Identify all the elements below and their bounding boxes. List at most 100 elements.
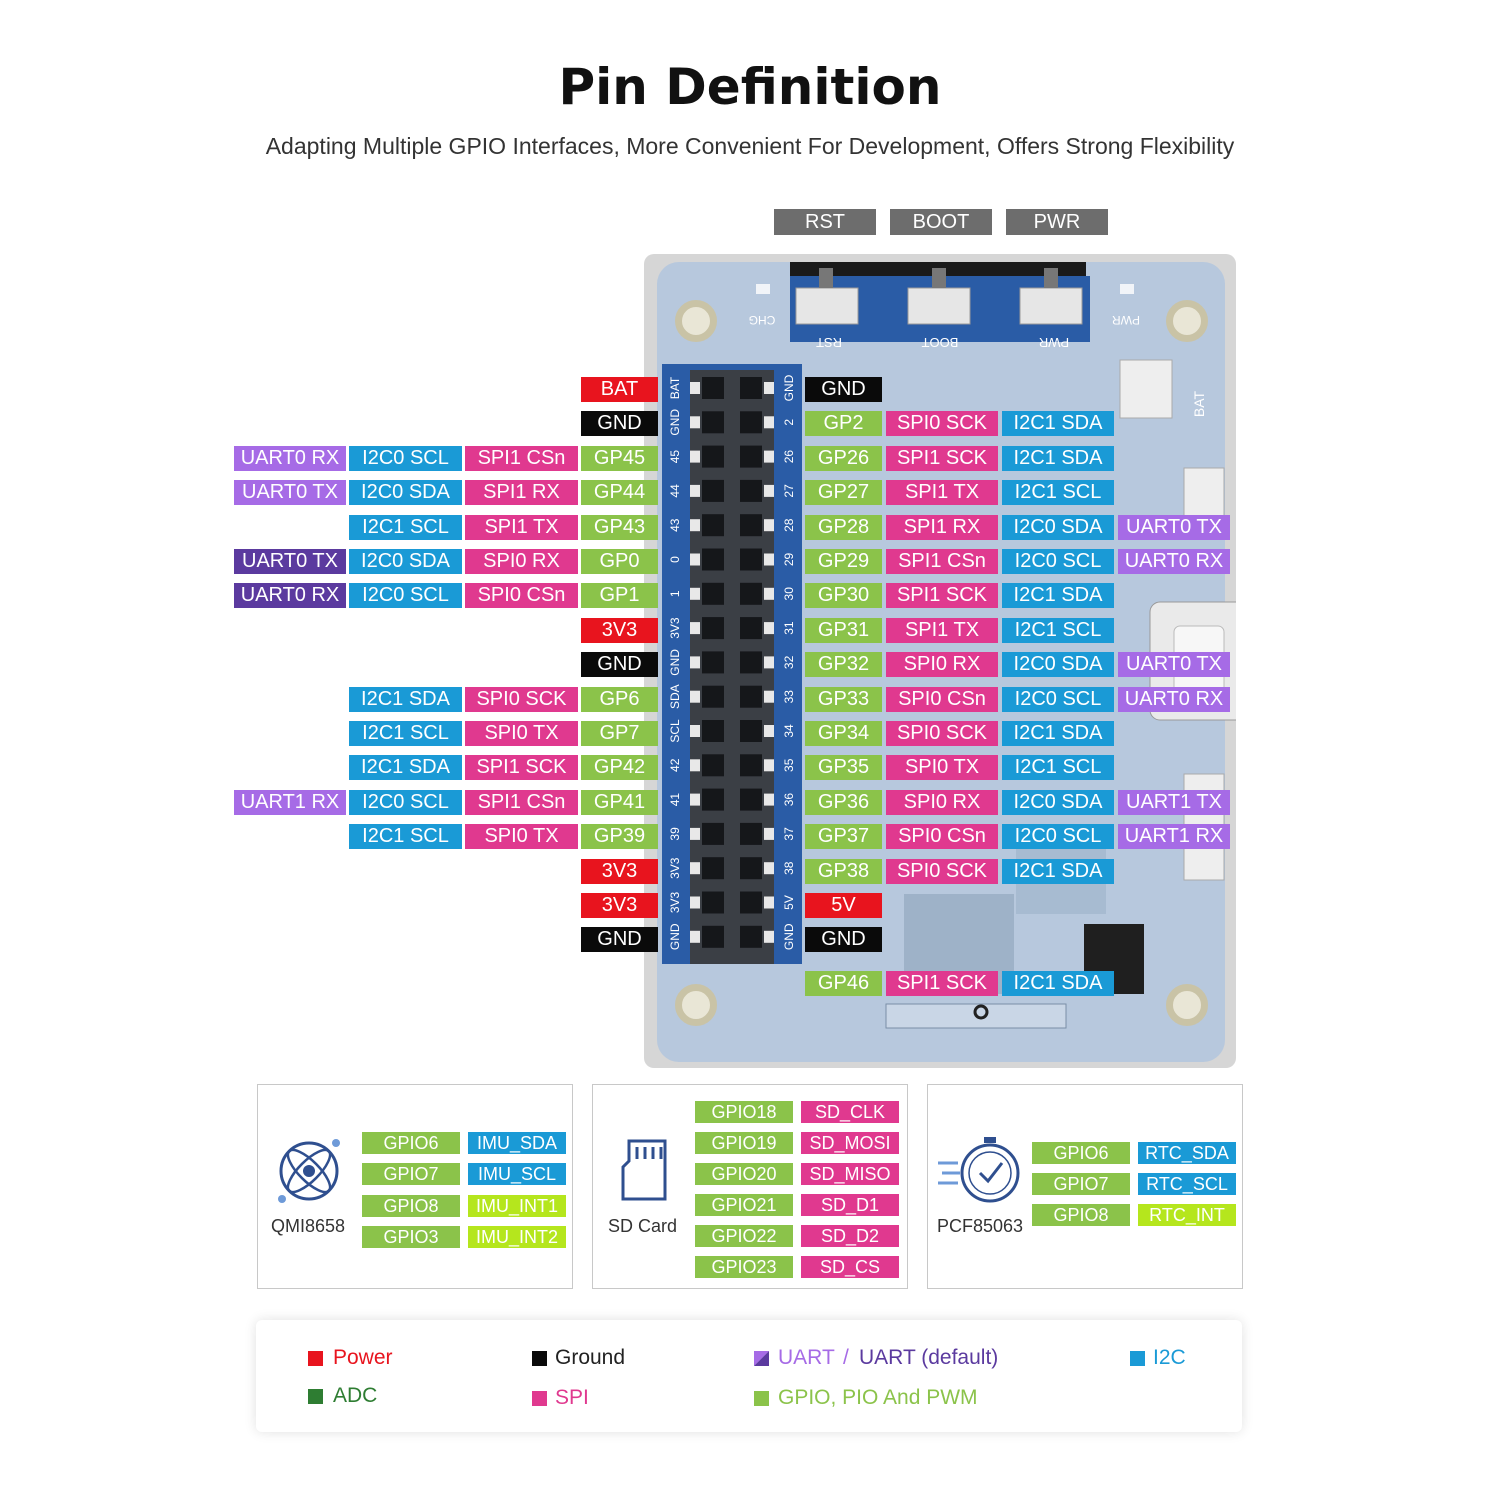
header-socket	[702, 685, 724, 708]
pin-tag-i2c: I2C0 SCL	[349, 583, 462, 609]
svg-text:CHG: CHG	[749, 313, 776, 327]
pin-tag-i2c: I2C1 SCL	[1002, 617, 1114, 643]
header-socket	[740, 685, 762, 708]
panel-func-tag: SD_MISO	[801, 1163, 899, 1185]
header-socket	[740, 651, 762, 674]
pin-tag-i2c: I2C1 SDA	[349, 755, 462, 781]
pin-tag-ground: GND	[581, 411, 658, 437]
pin-tag-uart: UART0 RX	[1118, 686, 1230, 712]
panel-func-tag: SD_CLK	[801, 1101, 899, 1123]
header-pin-label-left: 39	[668, 827, 682, 841]
header-pin-label-left: 3V3	[668, 617, 682, 639]
pin-tag-uart: UART0 TX	[1118, 652, 1230, 678]
panel-gpio-tag: GPIO20	[695, 1163, 793, 1185]
header-socket	[740, 377, 762, 399]
mounting-hole	[675, 300, 717, 342]
legend-ground: Ground	[555, 1346, 626, 1369]
pin-tag-gpio: GP34	[805, 721, 882, 746]
pin-tag-i2c: I2C1 SDA	[1002, 721, 1114, 746]
header-pin-label-right: 33	[782, 690, 796, 704]
pin-tag-gpio: GP45	[581, 445, 658, 471]
header-pin-label-right: 31	[782, 621, 796, 635]
panel-func-tag: RTC_SCL	[1138, 1172, 1236, 1195]
header-pin-label-right: 35	[782, 758, 796, 772]
legend-ground-swatch	[532, 1351, 547, 1366]
legend-uart-default: UART (default)	[859, 1346, 999, 1369]
pin-tag-uart: UART0 TX	[1118, 514, 1230, 540]
pin-tag-gpio: GP39	[581, 824, 658, 850]
header-socket	[740, 548, 762, 571]
pin-tag-gpio: GP35	[805, 755, 882, 781]
rst-button-label: RST	[774, 209, 876, 235]
header-socket	[740, 479, 762, 502]
sd-card-label: SD Card	[608, 1216, 678, 1236]
panel-func-tag: SD_D1	[801, 1194, 899, 1216]
header-socket	[740, 925, 762, 948]
pin-tag-i2c: I2C1 SDA	[349, 686, 462, 712]
pin-tag-ground: GND	[581, 652, 658, 678]
legend-spi: SPI	[555, 1386, 589, 1409]
pin-tag-i2c: I2C1 SCL	[349, 514, 462, 540]
pin-tag-spi: SPI1 CSn	[465, 789, 578, 815]
header-pin-label-left: GND	[668, 649, 682, 676]
header-socket	[740, 857, 762, 880]
header-socket	[702, 617, 724, 640]
pin-tag-spi: SPI0 TX	[465, 721, 578, 746]
header-pin-label-left: 42	[668, 758, 682, 772]
qmi8658-label: QMI8658	[271, 1216, 346, 1236]
header-pin-label-left: 45	[668, 450, 682, 464]
header-socket	[702, 479, 724, 502]
pin-tag-spi: SPI1 RX	[886, 514, 998, 540]
pin-tag-gpio: GP32	[805, 652, 882, 678]
mounting-hole	[1166, 300, 1208, 342]
pin-tag-i2c: I2C1 SCL	[349, 721, 462, 746]
panel-func-tag: SD_MOSI	[801, 1132, 899, 1154]
svg-text:BAT: BAT	[1191, 390, 1207, 417]
svg-text:PWR: PWR	[1039, 335, 1069, 350]
header-pin-label-right: GND	[782, 923, 796, 950]
header-socket	[740, 891, 762, 914]
panel-gpio-tag: GPIO7	[1032, 1172, 1130, 1195]
pin-tag-gpio: GP27	[805, 480, 882, 506]
header-socket	[702, 548, 724, 571]
pin-tag-ground: GND	[805, 377, 882, 402]
pin-tag-spi: SPI0 TX	[886, 755, 998, 781]
pin-tag-i2c: I2C1 SDA	[1002, 583, 1114, 609]
panel-gpio-tag: GPIO8	[362, 1194, 460, 1217]
pin-tag-gpio: GP28	[805, 514, 882, 540]
header-pin-label-left: 3V3	[668, 892, 682, 914]
panel-func-tag: IMU_SCL	[468, 1163, 566, 1186]
svg-text:PWR: PWR	[1112, 313, 1140, 327]
legend-i2c: I2C	[1153, 1346, 1186, 1369]
header-socket	[740, 720, 762, 742]
svg-text:BOOT: BOOT	[922, 335, 959, 350]
pin-tag-spi: SPI1 SCK	[886, 445, 998, 471]
pin-tag-gpio: GP37	[805, 824, 882, 850]
mounting-hole	[1166, 984, 1208, 1026]
pin-tag-i2c: I2C1 SDA	[1002, 445, 1114, 471]
legend-power: Power	[333, 1346, 393, 1369]
pin-tag-spi: SPI1 TX	[886, 617, 998, 643]
pin-tag-gpio: GP31	[805, 617, 882, 643]
pin-tag-spi: SPI1 TX	[465, 514, 578, 540]
header-socket	[740, 445, 762, 468]
pin-tag-gpio: GP29	[805, 549, 882, 574]
panel-func-tag: SD_D2	[801, 1225, 899, 1247]
pin-tag-i2c: I2C0 SDA	[349, 480, 462, 506]
pin-tag-spi: SPI1 CSn	[886, 549, 998, 574]
pin-tag-gpio: GP33	[805, 686, 882, 712]
pin-tag-gpio: GP6	[581, 686, 658, 712]
pin-tag-uart: UART0 RX	[1118, 549, 1230, 574]
pin-tag-spi: SPI0 CSn	[465, 583, 578, 609]
header-pin-label-left: 0	[668, 556, 682, 563]
header-pin-label-right: 30	[782, 587, 796, 601]
legend: Power Ground UART / UART (default) I2C A…	[256, 1320, 1242, 1432]
pin-tag-i2c: I2C0 SCL	[349, 789, 462, 815]
legend-adc: ADC	[333, 1384, 378, 1407]
header-pin-label-right: 26	[782, 450, 796, 464]
pin-tag-gpio: GP36	[805, 789, 882, 815]
